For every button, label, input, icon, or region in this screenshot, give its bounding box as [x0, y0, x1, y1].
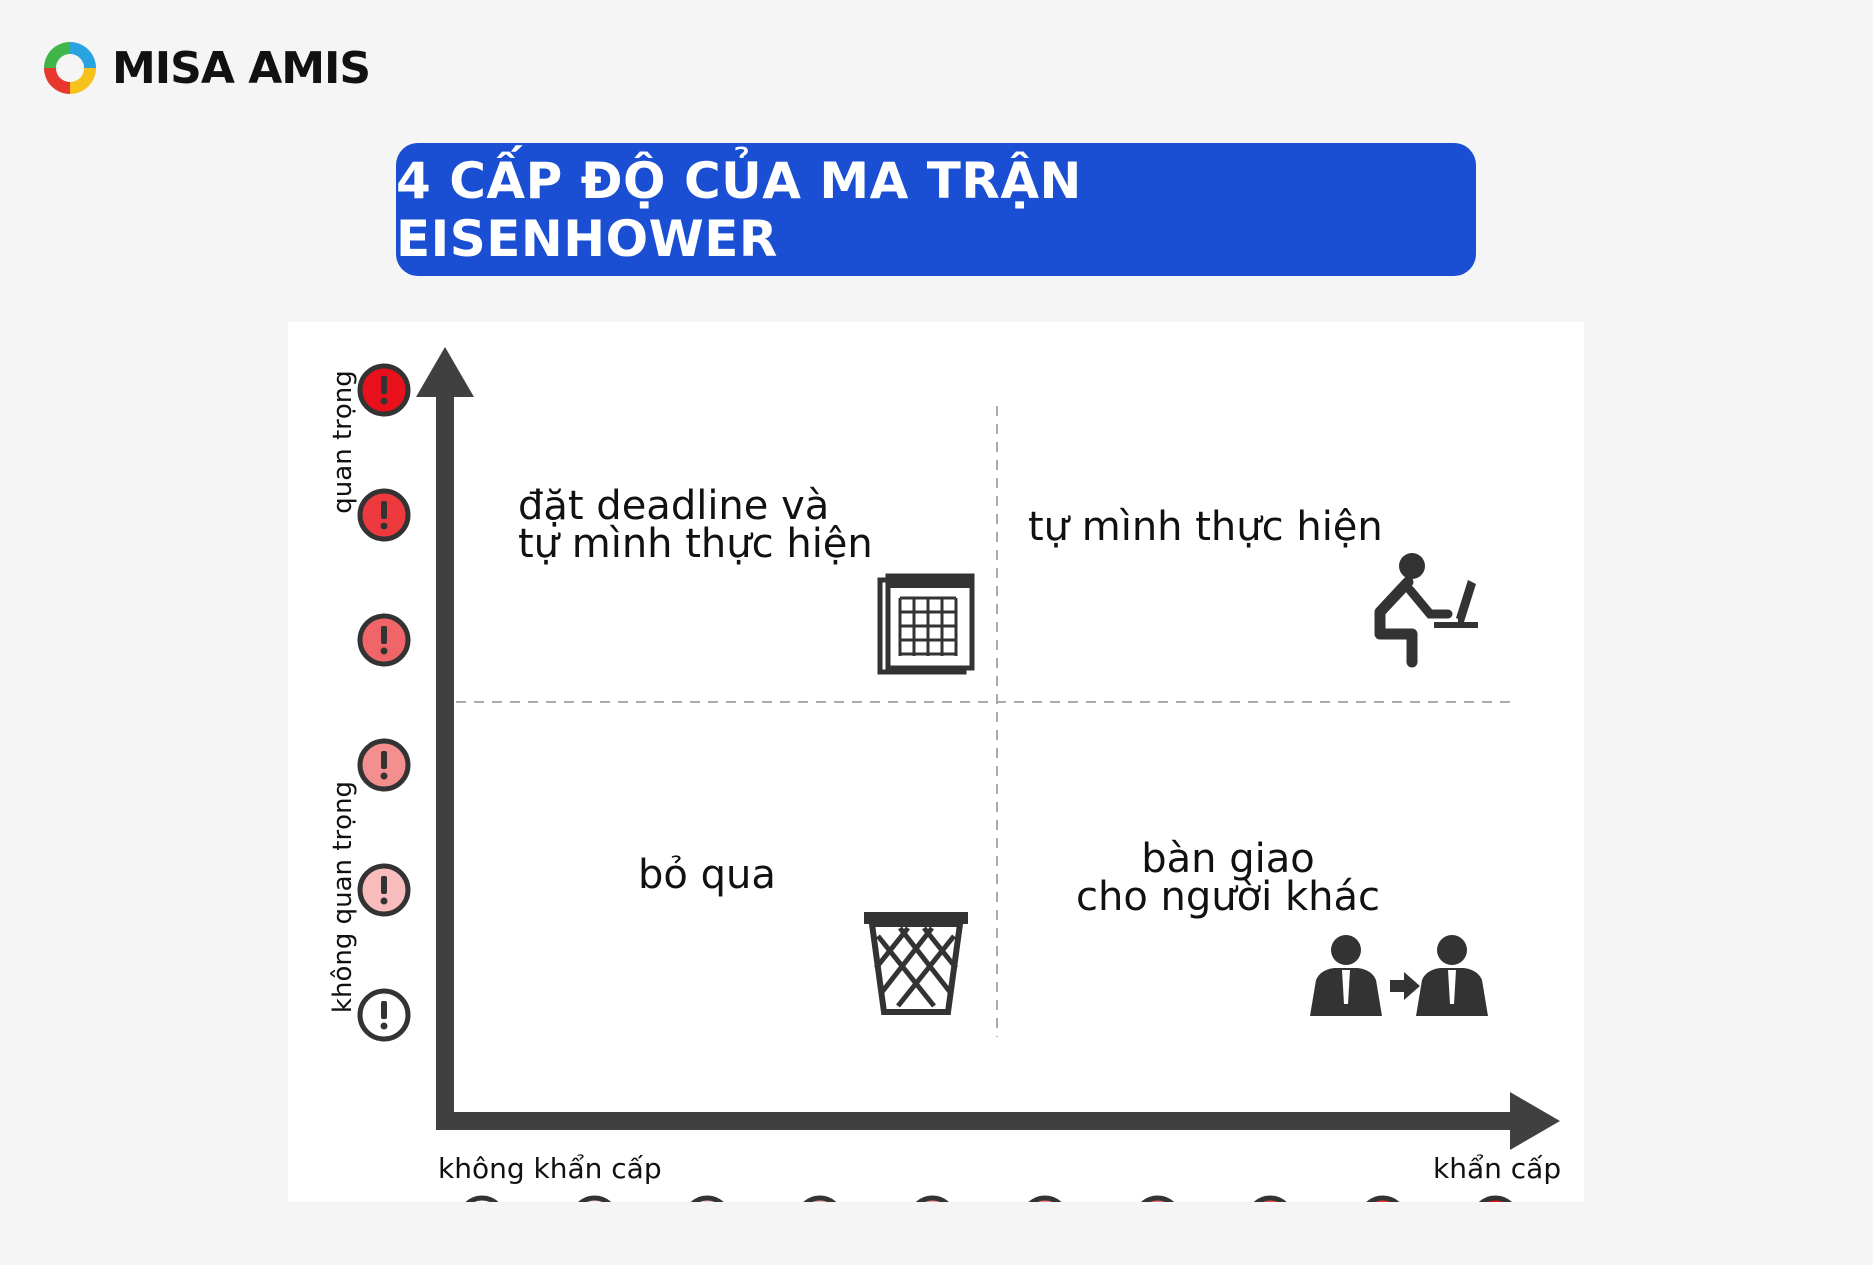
urgency-marker-icon [1028, 1195, 1062, 1202]
brand-logo: MISA AMIS [40, 38, 371, 98]
x-axis-right-label: khẩn cấp [1433, 1152, 1562, 1185]
importance-marker-icon [357, 863, 411, 917]
urgency-marker-icon [1253, 1195, 1287, 1202]
misa-logo-icon [44, 42, 96, 94]
urgency-marker-icon [803, 1195, 837, 1202]
quadrant-top-left-label: đặt deadline và tự mình thực hiện [518, 483, 873, 567]
quadrant-top-left-line1: đặt deadline và [518, 483, 830, 529]
y-axis-line [436, 384, 454, 1128]
urgency-marker-icon [690, 1195, 724, 1202]
urgency-marker-icon [915, 1195, 950, 1202]
calendar-icon [877, 573, 975, 675]
urgency-marker-icon [465, 1195, 499, 1202]
person-at-computer-icon [1374, 553, 1478, 668]
x-axis-line [436, 1112, 1516, 1130]
y-axis-top-label: quan trọng [328, 370, 358, 514]
matrix-diagram [357, 347, 1560, 1202]
quadrant-bottom-left-line1: bỏ qua [638, 852, 776, 898]
page-title: 4 CẤP ĐỘ CỦA MA TRẬN EISENHOWER [396, 151, 1082, 268]
importance-marker-icon [357, 988, 411, 1042]
delegate-people-icon [1310, 935, 1488, 1016]
urgency-marker-icon [577, 1195, 612, 1202]
eisenhower-matrix: đặt deadline và tự mình thực hiện tự mìn… [288, 322, 1584, 1202]
y-axis-arrow [416, 347, 474, 397]
y-axis-bottom-label: không quan trọng [328, 780, 358, 1014]
importance-marker-icon [357, 488, 411, 542]
urgency-marker-icon [1140, 1195, 1175, 1202]
importance-marker-icon [357, 613, 411, 667]
quadrant-bottom-right-line1: bàn giao [1141, 836, 1315, 882]
urgency-marker-icon [1366, 1195, 1400, 1202]
x-axis-arrow [1510, 1092, 1560, 1150]
quadrant-top-left-line2: tự mình thực hiện [518, 521, 873, 567]
urgency-marker-icon [1478, 1195, 1513, 1202]
x-axis-left-label: không khẩn cấp [438, 1152, 662, 1185]
importance-marker-icon [357, 363, 411, 417]
trash-bin-icon [864, 912, 968, 1015]
importance-marker-icon [357, 738, 411, 792]
quadrant-bottom-left-label: bỏ qua [638, 852, 776, 898]
quadrant-bottom-right-label: bàn giao cho người khác [1048, 836, 1408, 920]
brand-name: MISA AMIS [112, 42, 371, 94]
title-banner: 4 CẤP ĐỘ CỦA MA TRẬN EISENHOWER [396, 143, 1476, 276]
quadrant-bottom-right-line2: cho người khác [1076, 874, 1380, 920]
quadrant-top-right-line1: tự mình thực hiện [1028, 504, 1383, 550]
quadrant-top-right-label: tự mình thực hiện [1028, 504, 1383, 550]
